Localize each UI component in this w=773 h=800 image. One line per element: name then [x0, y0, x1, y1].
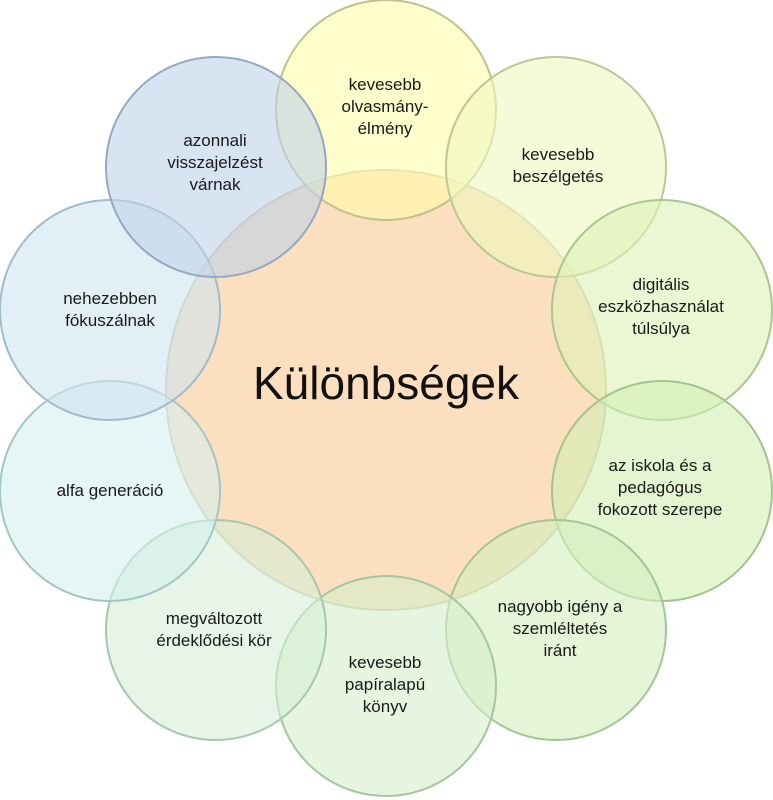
satellite-label: megváltozott érdeklődési kör — [156, 609, 272, 650]
satellite-label: az iskola és a pedagógus fokozott szerep… — [597, 456, 723, 519]
satellite-label: kevesebb olvasmány- élmény — [341, 75, 429, 138]
satellite-label: digitális eszközhasználat túlsúlya — [598, 275, 724, 338]
center-title: Különbségek — [253, 357, 519, 409]
satellite-label: nehezebben fókuszálnak — [63, 289, 157, 330]
satellite-label: alfa generáció — [56, 481, 164, 500]
satellite-circle — [105, 56, 327, 278]
satellite-label: kevesebb beszélgetés — [512, 145, 604, 186]
satellite-label: kevesebb papíralapú könyv — [344, 653, 426, 716]
satellite-label: nagyobb igény a szemléltetés iránt — [497, 597, 623, 660]
satellite-label: azonnali visszajelzést várnak — [167, 131, 263, 194]
